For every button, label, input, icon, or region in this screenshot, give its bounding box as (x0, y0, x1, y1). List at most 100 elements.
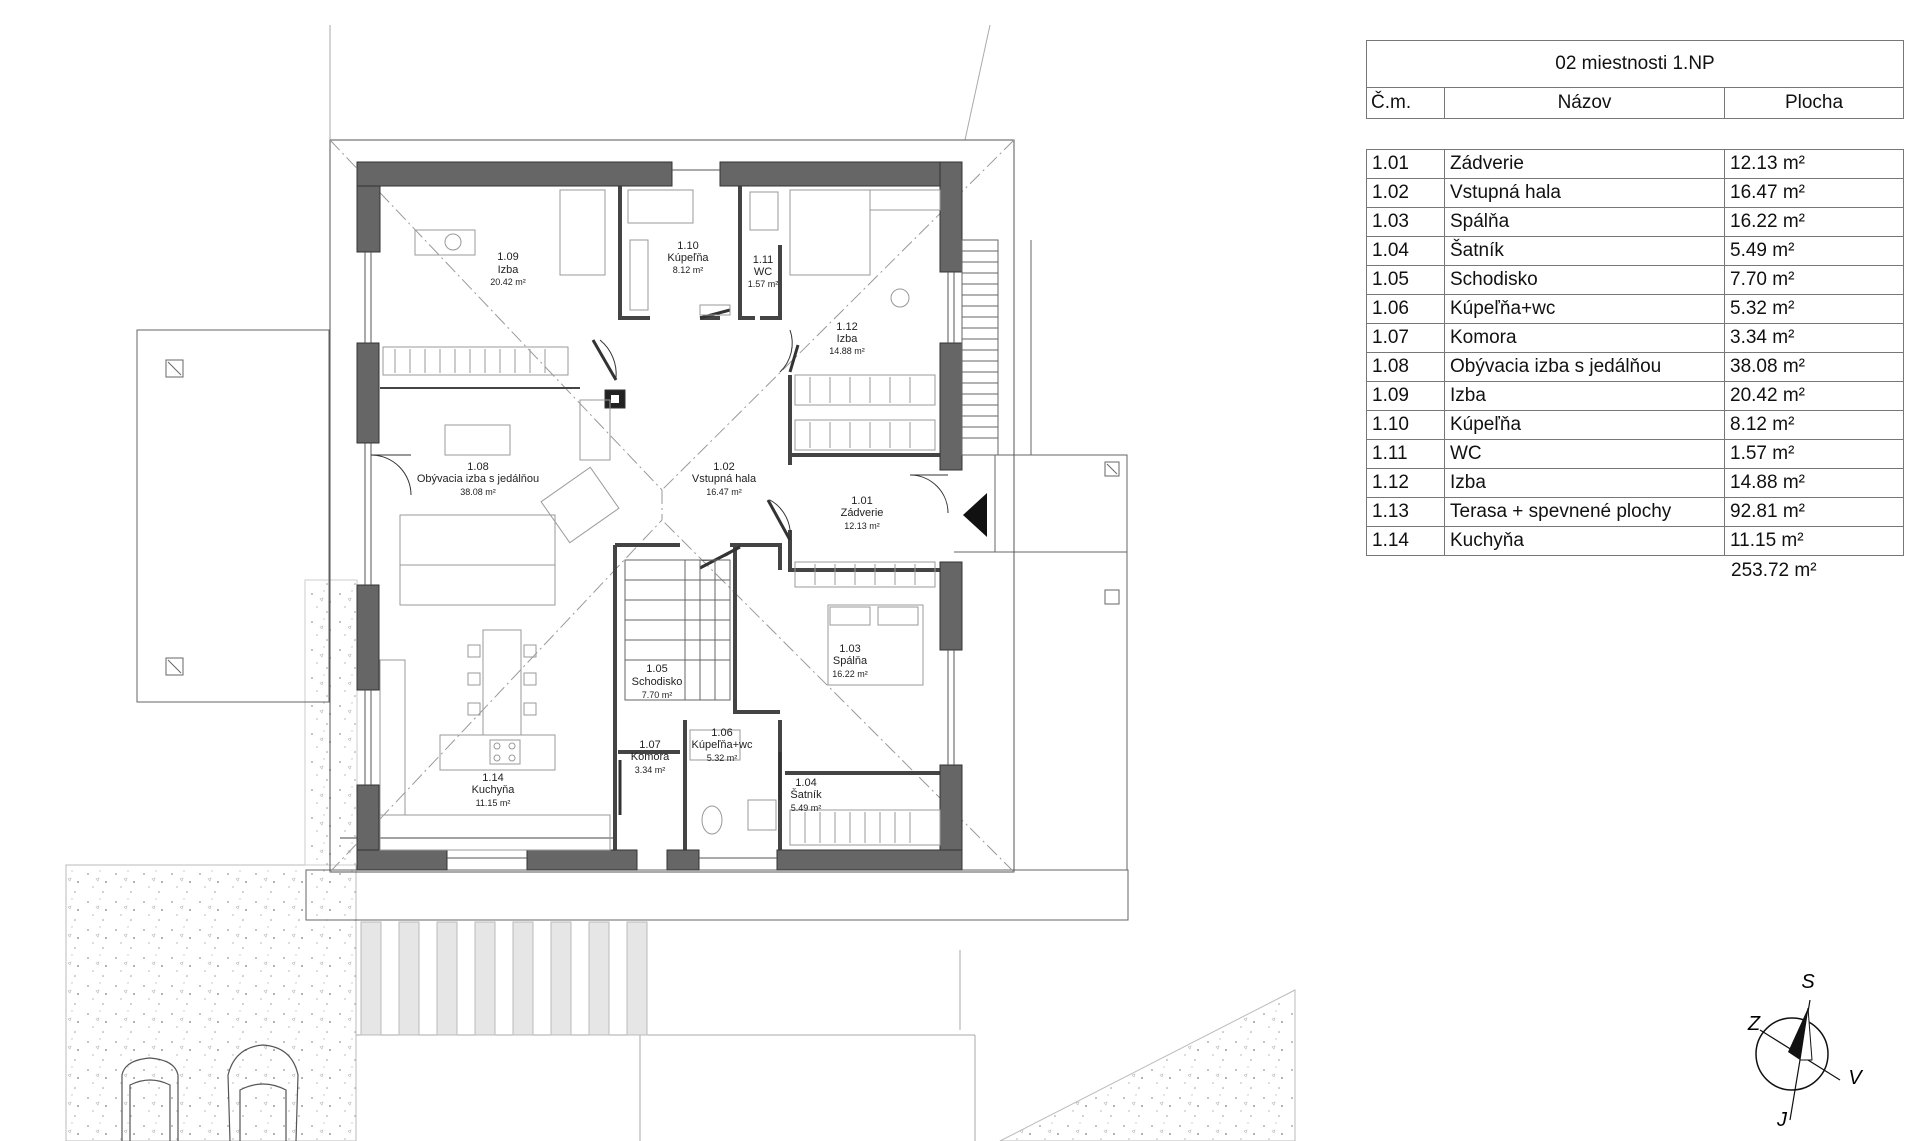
kitchen-island (439, 734, 556, 771)
wall-segment (939, 342, 963, 471)
room-label-number: 1.14 (482, 772, 503, 784)
terrace-west (136, 329, 330, 703)
cell-number: 1.03 (1367, 208, 1445, 236)
armchair (540, 466, 620, 544)
room-label-number: 1.02 (713, 461, 734, 473)
dining-table (482, 629, 522, 736)
wall-segment (526, 849, 638, 871)
vanity (629, 239, 649, 311)
cell-name: Zádverie (1445, 150, 1725, 178)
gravel-area-corner (999, 989, 1296, 1141)
room-label-number: 1.01 (851, 495, 872, 507)
gravel-strip-left (304, 579, 358, 866)
interior-walls (340, 180, 950, 860)
cell-name: Izba (1445, 382, 1725, 410)
cell-name: WC (1445, 440, 1725, 468)
wall-segment (776, 849, 963, 871)
column-header-name: Názov (1445, 88, 1725, 118)
cell-area: 14.88 m² (1730, 472, 1805, 493)
cabinet (579, 399, 611, 461)
wall-segment (356, 584, 380, 691)
cell-area: 38.08 m² (1730, 356, 1805, 377)
room-label-area: 16.47 m² (706, 487, 742, 497)
paving-stripes (360, 921, 648, 1036)
room-label-area: 7.70 m² (642, 690, 673, 700)
room-label-area: 5.49 m² (791, 803, 822, 813)
cell-number: 1.14 (1367, 527, 1445, 555)
site-surroundings (65, 24, 1296, 1141)
entrance-arrow-icon (963, 493, 987, 537)
kitchen-counter (379, 814, 611, 851)
room-label-number: 1.07 (639, 739, 660, 751)
double-bed (827, 604, 924, 686)
cell-area: 11.15 m² (1730, 530, 1804, 551)
tv-stand (444, 424, 511, 456)
room-label-area: 38.08 m² (460, 487, 496, 497)
chair (444, 233, 462, 251)
gravel-area-parking (65, 864, 357, 1141)
room-label-name: Kuchyňa (472, 784, 516, 796)
shower-tray (699, 304, 731, 316)
shelf (869, 189, 941, 211)
schedule-title: 02 miestnosti 1.NP (1367, 41, 1903, 88)
cell-area: 16.47 m² (1730, 182, 1805, 203)
room-label-name: Obývacia izba s jedálňou (417, 473, 539, 485)
room-label-area: 1.57 m² (748, 279, 779, 289)
drain-icon (1104, 589, 1120, 605)
room-label-area: 5.32 m² (707, 753, 738, 763)
wardrobe (794, 419, 936, 451)
room-label-name: Vstupná hala (692, 473, 757, 485)
cell-number: 1.07 (1367, 324, 1445, 352)
cell-name: Schodisko (1445, 266, 1725, 294)
terrace-east (994, 454, 1128, 553)
compass-south-label: J (1776, 1109, 1788, 1131)
cell-name: Izba (1445, 469, 1725, 497)
cell-number: 1.09 (1367, 382, 1445, 410)
terrace-south (305, 869, 1129, 921)
exterior-steps (961, 239, 1032, 456)
cell-area: 5.49 m² (1730, 240, 1795, 261)
room-label-number: 1.05 (646, 663, 667, 675)
cell-area: 3.34 m² (1730, 327, 1795, 348)
room-label-name: Spálňa (833, 655, 868, 667)
wall-segment (939, 561, 963, 651)
drain-icon (1104, 461, 1120, 477)
cell-area: 12.13 m² (1730, 153, 1805, 174)
windows (364, 169, 955, 859)
exterior-walls (356, 161, 963, 871)
kitchen-counter-side (379, 659, 406, 816)
cell-name: Šatník (1445, 237, 1725, 265)
cell-area: 20.42 m² (1730, 385, 1805, 406)
cell-name: Kúpeľňa+wc (1445, 295, 1725, 323)
wall-segment (666, 849, 700, 871)
wall-segment (356, 342, 380, 444)
cell-area: 92.81 m² (1730, 501, 1805, 522)
cell-number: 1.08 (1367, 353, 1445, 381)
cell-number: 1.01 (1367, 150, 1445, 178)
sink (747, 799, 777, 831)
roof-eave-line (329, 139, 1015, 873)
room-label-name: WC (754, 266, 772, 278)
cell-area: 5.32 m² (1730, 298, 1795, 319)
terrace-east-lower (954, 551, 1128, 871)
roof-outline (329, 139, 1015, 873)
room-label-name: Kúpeľňa (667, 252, 709, 264)
cell-number: 1.13 (1367, 498, 1445, 526)
car-icon (121, 1057, 179, 1141)
room-label-name: Izba (498, 264, 520, 276)
cell-area: 8.12 m² (1730, 414, 1795, 435)
cell-name: Vstupná hala (1445, 179, 1725, 207)
compass-north-label: S (1801, 971, 1815, 993)
drain-icon (165, 657, 184, 676)
furniture (379, 189, 941, 851)
